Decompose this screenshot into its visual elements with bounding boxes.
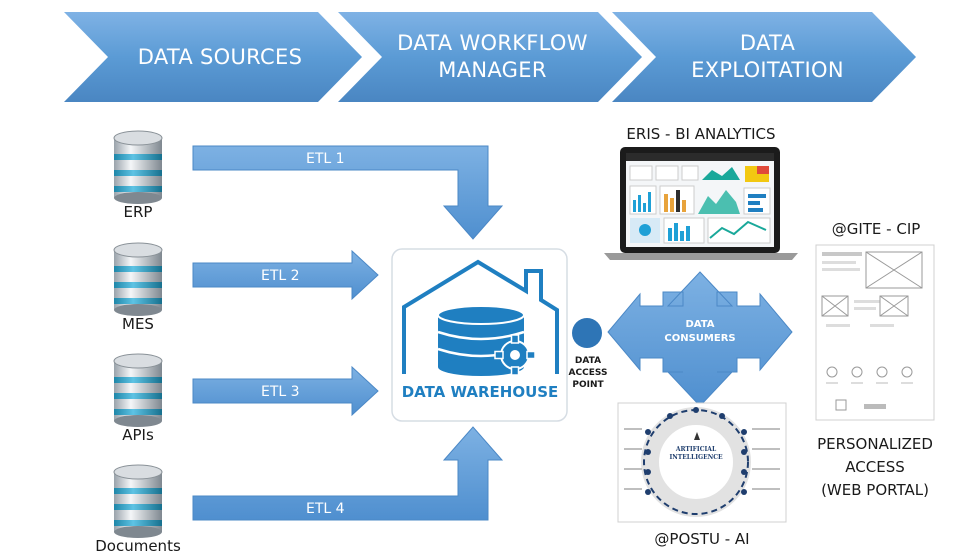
etl-3-label: ETL 3 [261, 384, 300, 400]
stage-label-exploitation-line1: DATA [739, 31, 796, 55]
data-consumers-label: DATA CONSUMERS [650, 318, 750, 346]
data-access-point-line3: POINT [572, 380, 604, 390]
data-access-point-label: DATA ACCESS POINT [563, 355, 613, 391]
portal-description-line2: ACCESS [845, 458, 905, 476]
ai-poster-center-text: ARTIFICIAL INTELLIGENCE [656, 446, 736, 462]
source-label-apis: APIs [122, 426, 154, 444]
stage-label-sources: DATA SOURCES [137, 45, 303, 69]
portal-description-line1: PERSONALIZED [817, 435, 933, 453]
etl-1-label: ETL 1 [306, 151, 345, 167]
portal-title: @GITE - CIP [831, 220, 921, 238]
data-warehouse-label: DATA WAREHOUSE [401, 383, 559, 401]
ai-title: @POSTU - AI [654, 530, 750, 548]
etl-2-arrow [192, 249, 379, 301]
source-label-mes: MES [122, 315, 154, 333]
data-consumers-line1: DATA [685, 319, 715, 330]
portal-description-line3: (WEB PORTAL) [821, 481, 929, 499]
laptop-bi-dashboard-icon [604, 147, 798, 260]
ai-poster-center-line1: ARTIFICIAL [675, 446, 717, 453]
etl-3-arrow [192, 365, 379, 417]
ai-poster-icon [617, 402, 787, 523]
database-icon-apis [113, 353, 163, 428]
data-consumers-line2: CONSUMERS [664, 333, 736, 344]
stage-banner [64, 12, 916, 102]
gear-icon [494, 334, 536, 376]
data-access-point-line2: ACCESS [568, 368, 608, 378]
stage-label-workflow-line2: MANAGER [438, 58, 547, 82]
stage-label-workflow-line1: DATA WORKFLOW [397, 31, 588, 55]
etl-2-label: ETL 2 [261, 268, 300, 284]
etl-4-arrow [192, 426, 504, 521]
web-portal-wireframe-icon [815, 244, 935, 421]
database-icon-erp [113, 130, 163, 205]
stage-label-exploitation-line2: EXPLOITATION [691, 58, 844, 82]
etl-4-label: ETL 4 [306, 501, 345, 517]
source-label-erp: ERP [123, 203, 153, 221]
flow-diagram [113, 130, 935, 539]
warehouse-house-outline-icon [402, 259, 559, 374]
stage-chevron-workflow [338, 12, 642, 102]
ai-poster-center-line2: INTELLIGENCE [669, 454, 723, 461]
stage-chevron-exploitation [612, 12, 916, 102]
data-access-point-dot [572, 318, 602, 348]
bi-analytics-title: ERIS - BI ANALYTICS [626, 125, 776, 143]
data-access-point-line1: DATA [574, 356, 602, 366]
database-icon-mes [113, 242, 163, 317]
database-icon-documents [113, 464, 163, 539]
stage-label-workflow: DATA WORKFLOW MANAGER [385, 30, 600, 84]
source-label-documents: Documents [95, 537, 181, 555]
stage-label-exploitation: DATA EXPLOITATION [660, 30, 875, 84]
data-consumers-arrow [607, 271, 793, 407]
stage-chevron-sources [64, 12, 362, 102]
portal-description: PERSONALIZED ACCESS (WEB PORTAL) [800, 433, 950, 502]
etl-1-arrow [192, 145, 504, 240]
